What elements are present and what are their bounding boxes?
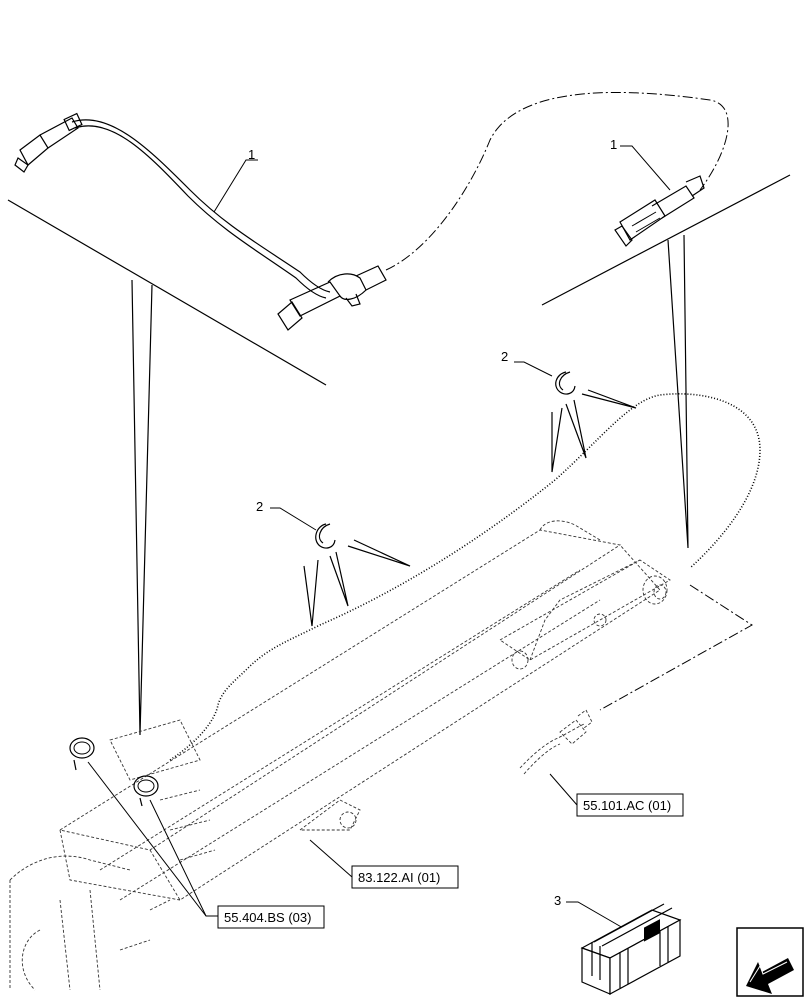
connector-left-bottom [277,265,387,331]
connector-left-top [14,112,83,173]
clip-upper [551,371,637,473]
callout-item3: 3 [554,893,561,908]
boom-structure [9,520,671,991]
callout-item2-lower: 2 [256,499,263,514]
callout-item1-right: 1 [610,137,617,152]
detail-outline-left [7,199,327,736]
harness-right-connector [614,175,705,247]
ref-55404-box[interactable]: 55.404.BS (03) [217,905,325,929]
detail-outline-right [541,174,791,549]
arrow-icon[interactable] [736,927,804,997]
boom-clips [69,737,159,807]
callout-item1-left: 1 [248,147,255,162]
kit-box-icon [580,903,682,996]
harness-left [14,91,729,331]
ref-83122-box[interactable]: 83.122.AI (01) [351,865,459,889]
callout-leaders [87,145,671,933]
clip-lower [303,523,411,627]
ref-55404-label[interactable]: 55.404.BS (03) [224,910,311,925]
ref-83122-label[interactable]: 83.122.AI (01) [358,870,440,885]
ref-55101-box[interactable]: 55.101.AC (01) [576,793,684,817]
side-harness [519,584,753,775]
ref-55101-label[interactable]: 55.101.AC (01) [583,798,671,813]
callout-item2-upper: 2 [501,349,508,364]
